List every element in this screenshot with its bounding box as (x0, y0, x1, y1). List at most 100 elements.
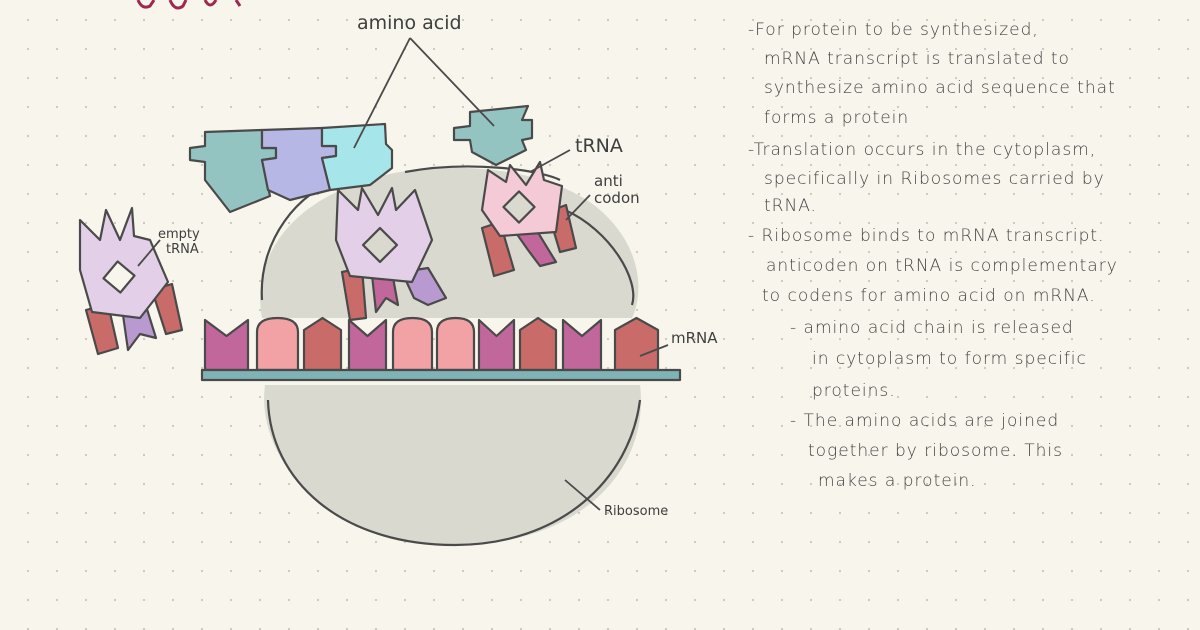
grid-dot (925, 453, 929, 457)
grid-dot (954, 366, 958, 370)
grid-dot (1012, 424, 1016, 428)
grid-dot (722, 453, 726, 457)
grid-dot (374, 18, 378, 22)
grid-dot (200, 308, 204, 312)
grid-dot (983, 192, 987, 196)
grid-dot (1186, 540, 1190, 544)
grid-dot (751, 598, 755, 602)
grid-dot (664, 598, 668, 602)
grid-dot (229, 627, 233, 630)
grid-dot (1128, 279, 1132, 283)
grid-dot (1099, 424, 1103, 428)
grid-dot (838, 18, 842, 22)
grid-dot (722, 76, 726, 80)
grid-dot (142, 221, 146, 225)
grid-dot (287, 540, 291, 544)
grid-dot (171, 424, 175, 428)
grid-dot (606, 18, 610, 22)
grid-dot (954, 192, 958, 196)
grid-dot (693, 76, 697, 80)
grid-dot (55, 105, 59, 109)
grid-dot (983, 279, 987, 283)
grid-dot (1157, 569, 1161, 573)
grid-dot (142, 47, 146, 51)
grid-dot (84, 627, 88, 630)
grid-dot (1012, 540, 1016, 544)
grid-dot (780, 453, 784, 457)
grid-dot (983, 453, 987, 457)
grid-dot (316, 540, 320, 544)
grid-dot (171, 134, 175, 138)
grid-dot (229, 598, 233, 602)
grid-dot (664, 395, 668, 399)
grid-dot (1157, 76, 1161, 80)
grid-dot (983, 337, 987, 341)
note-line: forms a protein (764, 108, 910, 128)
grid-dot (780, 366, 784, 370)
grid-dot (780, 395, 784, 399)
grid-dot (606, 598, 610, 602)
grid-dot (1128, 540, 1132, 544)
label-ribosome: Ribosome (604, 504, 668, 519)
grid-dot (1012, 627, 1016, 630)
grid-dot (606, 134, 610, 138)
grid-dot (1186, 569, 1190, 573)
grid-dot (722, 540, 726, 544)
grid-dot (722, 192, 726, 196)
grid-dot (577, 134, 581, 138)
grid-dot (606, 627, 610, 630)
grid-dot (1070, 395, 1074, 399)
grid-dot (577, 598, 581, 602)
grid-dot (780, 105, 784, 109)
note-line: synthesize amino acid sequence that (764, 78, 1116, 98)
grid-dot (780, 76, 784, 80)
grid-dot (519, 47, 523, 51)
note-line: anticoden on tRNA is complementary (766, 256, 1118, 276)
grid-dot (954, 511, 958, 515)
grid-dot (1186, 18, 1190, 22)
grid-dot (171, 366, 175, 370)
grid-dot (1186, 424, 1190, 428)
grid-dot (664, 482, 668, 486)
grid-dot (954, 337, 958, 341)
grid-dot (722, 627, 726, 630)
grid-dot (490, 18, 494, 22)
grid-dot (693, 453, 697, 457)
grid-dot (925, 627, 929, 630)
grid-dot (954, 540, 958, 544)
grid-dot (1012, 163, 1016, 167)
grid-dot (751, 540, 755, 544)
grid-dot (954, 163, 958, 167)
grid-dot (403, 134, 407, 138)
grid-dot (896, 366, 900, 370)
grid-dot (722, 482, 726, 486)
grid-dot (606, 163, 610, 167)
grid-dot (1157, 134, 1161, 138)
grid-dot (26, 569, 30, 573)
grid-dot (809, 134, 813, 138)
grid-dot (635, 627, 639, 630)
grid-dot (635, 18, 639, 22)
note-line: makes a protein. (818, 471, 977, 491)
grid-dot (490, 569, 494, 573)
grid-dot (809, 598, 813, 602)
grid-dot (664, 424, 668, 428)
grid-dot (664, 47, 668, 51)
grid-dot (171, 105, 175, 109)
grid-dot (751, 18, 755, 22)
grid-dot (635, 163, 639, 167)
grid-dot (200, 279, 204, 283)
grid-dot (896, 482, 900, 486)
grid-dot (809, 47, 813, 51)
grid-dot (1099, 366, 1103, 370)
grid-dot (26, 192, 30, 196)
grid-dot (113, 511, 117, 515)
grid-dot (722, 163, 726, 167)
grid-dot (722, 366, 726, 370)
grid-dot (142, 366, 146, 370)
grid-dot (55, 308, 59, 312)
grid-dot (26, 337, 30, 341)
grid-dot (693, 134, 697, 138)
grid-dot (374, 540, 378, 544)
grid-dot (1041, 134, 1045, 138)
